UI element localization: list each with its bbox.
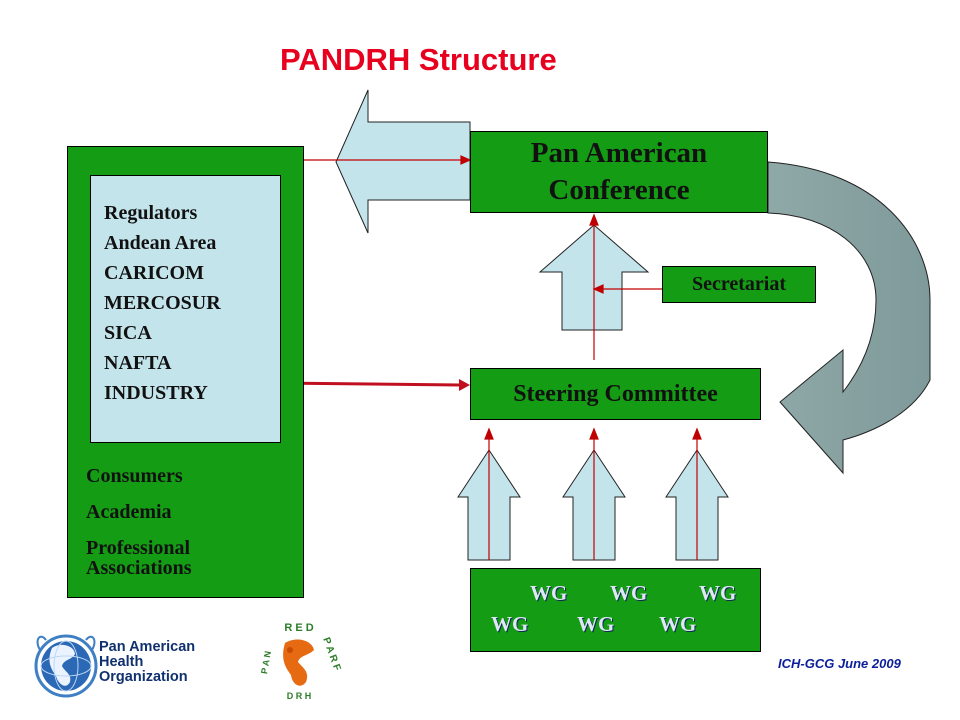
connector-wg-2-head bbox=[589, 427, 599, 440]
paho-line: Health bbox=[99, 654, 144, 670]
regulators-item: MERCOSUR bbox=[104, 292, 221, 314]
steering-committee-label: Steering Committee bbox=[513, 380, 718, 407]
connector-regulators bbox=[273, 381, 461, 387]
connector-wg-1-head bbox=[484, 427, 494, 440]
conference-label: Pan American Conference bbox=[470, 131, 768, 213]
svg-text:P A N: P A N bbox=[259, 650, 273, 675]
regulators-panel bbox=[90, 175, 281, 443]
stakeholder-item: Consumers bbox=[86, 465, 183, 487]
left-block-arrow bbox=[335, 89, 471, 234]
connector-top-head bbox=[460, 155, 472, 165]
page-title: PANDRH Structure bbox=[280, 42, 557, 77]
svg-text:D R H: D R H bbox=[287, 691, 312, 701]
regulators-item: Andean Area bbox=[104, 232, 217, 254]
conference-box bbox=[470, 131, 768, 213]
regulators-item: NAFTA bbox=[104, 352, 172, 374]
regulators-item: SICA bbox=[104, 322, 152, 344]
wg-label: WG bbox=[491, 612, 529, 636]
regulators-item: Regulators bbox=[104, 202, 198, 224]
paho-line: Organization bbox=[99, 669, 188, 685]
paho-logo-text: Pan American Health Organization bbox=[99, 640, 195, 685]
regulators-list: Regulators Andean Area CARICOM MERCOSUR … bbox=[104, 198, 221, 408]
paho-logo bbox=[34, 634, 98, 698]
wg-label: WG bbox=[577, 612, 615, 636]
regulators-item: CARICOM bbox=[104, 262, 204, 284]
wg-label: WG bbox=[699, 581, 737, 605]
red-parf-logo: R E D P A R F P A N D R H bbox=[259, 622, 342, 701]
connector-to-conference-head bbox=[589, 213, 599, 226]
wg-label: WG bbox=[659, 612, 697, 636]
conference-line-2: Conference bbox=[548, 174, 690, 206]
steering-committee-box bbox=[470, 368, 761, 420]
stakeholder-item: Professional Associations bbox=[86, 537, 192, 579]
regulators-item: INDUSTRY bbox=[104, 382, 208, 404]
secretariat-label: Secretariat bbox=[691, 273, 787, 295]
secretariat-box bbox=[662, 266, 816, 303]
connector-wg-3-head bbox=[692, 427, 702, 440]
footer-text: ICH-GCG June 2009 bbox=[778, 656, 901, 671]
curved-feedback-arrow bbox=[767, 161, 931, 475]
other-stakeholders-list: Consumers Academia Professional Associat… bbox=[86, 466, 236, 578]
conference-line-1: Pan American bbox=[530, 137, 708, 169]
connector-secretariat-head bbox=[592, 284, 604, 294]
connector-regulators-head bbox=[459, 379, 470, 391]
wg-label: WG bbox=[610, 581, 648, 605]
working-groups-box bbox=[470, 568, 761, 652]
svg-text:R E D: R E D bbox=[284, 622, 313, 634]
paho-line: Pan American bbox=[99, 639, 196, 655]
stakeholder-item: Academia bbox=[86, 501, 172, 523]
wg-label: WG bbox=[530, 581, 568, 605]
